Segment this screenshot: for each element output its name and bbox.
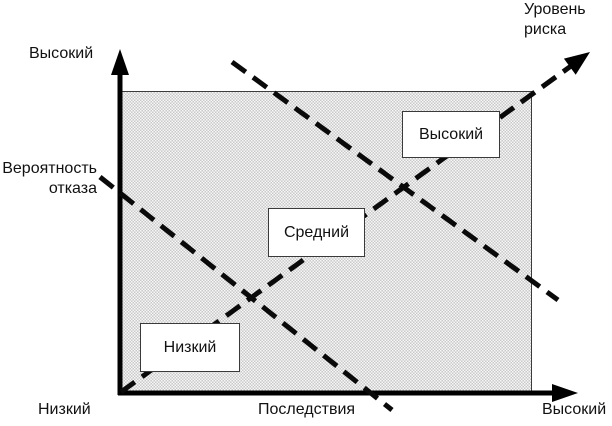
zone-box-high-label: Высокий	[418, 125, 484, 143]
y-axis-max-label: Высокий	[29, 45, 94, 62]
zone-box-medium-label: Средний	[283, 223, 350, 241]
y-axis-title-line2: отказа	[48, 180, 97, 197]
x-axis-max-label: Высокий	[542, 401, 607, 418]
x-axis-arrowhead-icon	[552, 384, 578, 402]
risk-axis-title: Уровень риска	[524, 0, 586, 40]
zone-box-low: Низкий	[140, 323, 240, 372]
y-axis-title-line1: Вероятность	[2, 160, 97, 177]
zone-box-low-label: Низкий	[163, 338, 217, 356]
zone-box-high: Высокий	[402, 111, 500, 158]
risk-axis-title-line2: риска	[524, 21, 567, 38]
origin-label: Низкий	[38, 401, 91, 418]
zone-box-medium: Средний	[268, 208, 365, 257]
risk-axis-title-line1: Уровень	[524, 1, 586, 18]
y-axis-title: Вероятность отказа	[0, 159, 97, 199]
iso-risk-line-upper	[230, 59, 560, 303]
iso-risk-line-lower	[98, 175, 394, 412]
y-axis-arrowhead-icon	[111, 49, 129, 75]
risk-arrow-arrowhead-icon	[563, 52, 590, 75]
x-axis-title: Последствия	[258, 401, 356, 418]
